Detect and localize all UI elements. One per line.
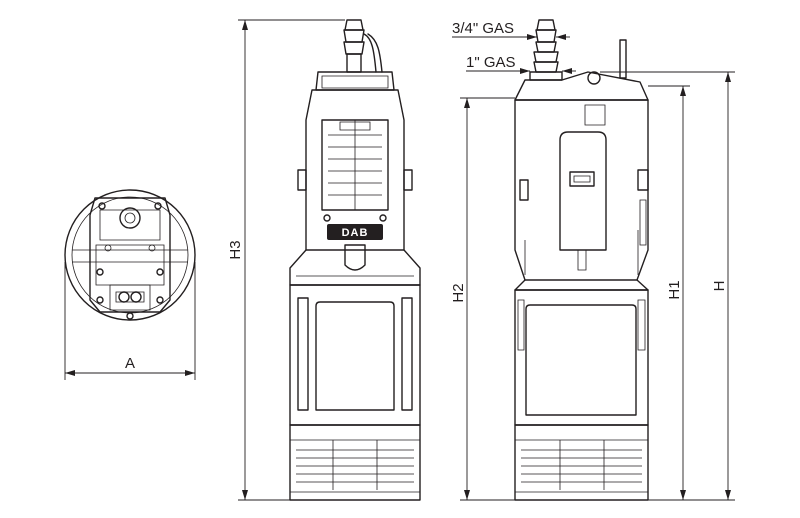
top-view [64,189,196,380]
dimension-a-label: A [125,355,135,372]
front-view: DAB [238,19,421,501]
dimension-h3-label: H3 [227,240,244,259]
outlet-thread-label: 3/4" GAS [452,20,514,37]
dimension-h2-label: H2 [450,283,467,302]
side-view [452,19,735,501]
dimension-h1-label: H1 [666,280,683,299]
body-thread-label: 1" GAS [466,54,516,71]
dimension-h-label: H [711,281,728,292]
brand-logo: DAB [342,227,369,239]
